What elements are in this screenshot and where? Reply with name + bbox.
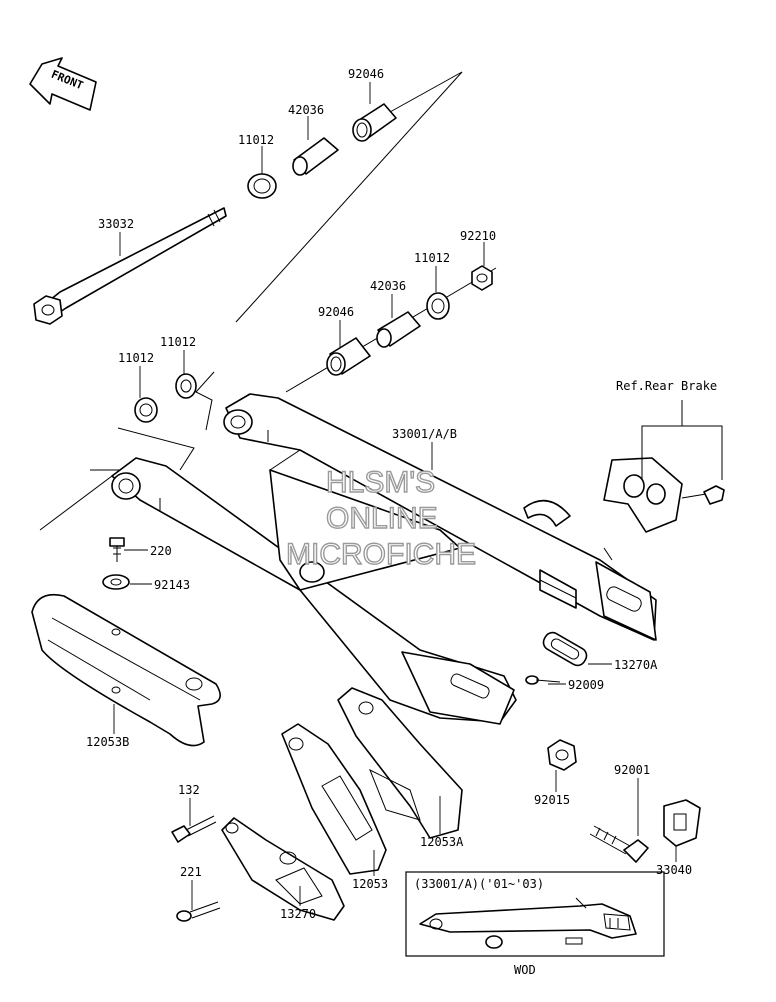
nut-92015 (547, 739, 577, 771)
chain-guide-12053A (337, 687, 463, 839)
part-label-42036-middle: 42036 (370, 279, 406, 293)
leader-lines (113, 82, 677, 910)
part-label-92210: 92210 (460, 229, 496, 243)
bearing-92046-middle (326, 337, 371, 376)
swingarm-33001 (111, 393, 657, 725)
part-label-132: 132 (178, 783, 200, 797)
inset-caption: WOD (514, 963, 536, 977)
part-label-11012-left-upper: 11012 (160, 335, 196, 349)
part-label-33032: 33032 (98, 217, 134, 231)
part-label-13270A: 13270A (614, 658, 658, 672)
bearing-92046-top (352, 103, 397, 142)
bolt-92001 (589, 825, 649, 863)
part-label-220: 220 (150, 544, 172, 558)
part-label-12053: 12053 (352, 877, 388, 891)
brake-bolt (681, 485, 725, 505)
swingarm-pivot-axle (33, 207, 227, 325)
nut-92210 (471, 265, 493, 291)
reference-label: Ref.Rear Brake (616, 379, 717, 393)
front-arrow-icon: FRONT (29, 57, 97, 111)
part-label-33040: 33040 (656, 863, 692, 877)
collar-11012-left-lower (134, 397, 158, 423)
part-label-12053A: 12053A (420, 835, 464, 849)
part-label-11012-left-lower: 11012 (118, 351, 154, 365)
collar-11012-left-upper (175, 373, 197, 399)
part-label-92009: 92009 (568, 678, 604, 692)
screw-221 (176, 901, 221, 922)
part-label-92143: 92143 (154, 578, 190, 592)
part-label-92046-middle: 92046 (318, 305, 354, 319)
chain-slider-12053B (31, 593, 221, 747)
screw-92009 (525, 675, 561, 685)
part-label-92046-top: 92046 (348, 67, 384, 81)
part-label-92015: 92015 (534, 793, 570, 807)
part-label-33001: 33001/A/B (392, 427, 457, 441)
part-label-42036-top: 42036 (288, 103, 324, 117)
bolt-220 (109, 537, 125, 562)
watermark: HLSM'S ONLINE MICROFICHE (285, 465, 476, 571)
part-label-11012-top: 11012 (238, 133, 274, 147)
washer-92143 (102, 574, 130, 590)
bolt-132 (171, 815, 217, 843)
watermark-line1: HLSM'S (326, 466, 435, 499)
block-33040 (663, 799, 701, 847)
inset-box: (33001/A)('01~'03) WOD (405, 871, 665, 977)
chain-guide-12053 (281, 723, 387, 875)
part-label-13270: 13270 (280, 907, 316, 921)
sleeve-42036-top (292, 137, 339, 176)
plate-13270A (542, 631, 588, 667)
sleeve-42036-middle (376, 311, 421, 348)
part-label-12053B: 12053B (86, 735, 129, 749)
part-label-11012-right: 11012 (414, 251, 450, 265)
part-label-92001: 92001 (614, 763, 650, 777)
inset-title: (33001/A)('01~'03) (414, 877, 544, 891)
rear-brake-bracket (603, 400, 723, 533)
part-label-221: 221 (180, 865, 202, 879)
collar-11012-right (426, 292, 450, 320)
guide-plate-13270 (221, 817, 345, 921)
watermark-line3: MICROFICHE (286, 538, 476, 571)
part-labels: 92046 42036 11012 33032 92210 11012 4203… (86, 67, 692, 921)
collar-11012-top (247, 173, 277, 199)
watermark-line2: ONLINE (326, 502, 438, 535)
